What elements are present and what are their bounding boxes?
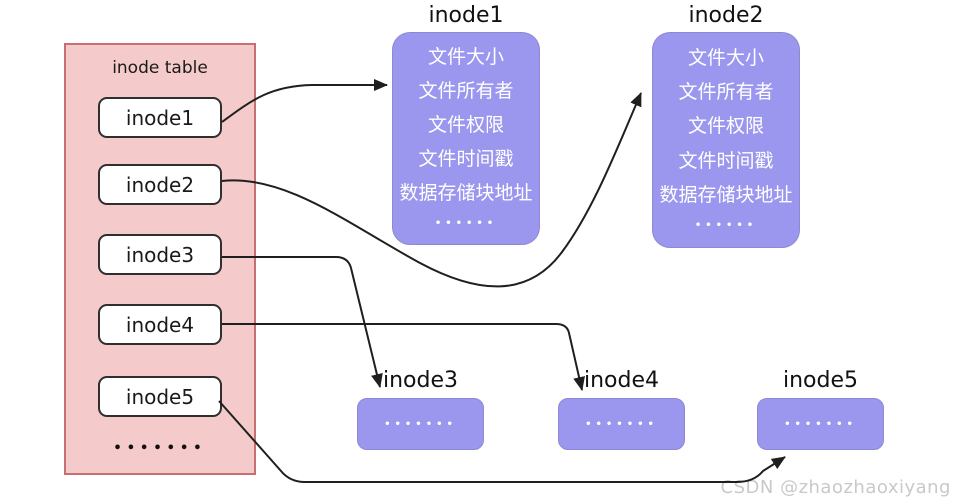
stub-box-title-inode5: inode5 xyxy=(782,368,858,393)
detail-box-inode2: 文件大小 文件所有者 文件权限 文件时间戳 数据存储块地址 •••••• xyxy=(652,32,800,248)
field-file-permissions: 文件权限 xyxy=(427,114,504,137)
detail-box-inode1: 文件大小 文件所有者 文件权限 文件时间戳 数据存储块地址 •••••• xyxy=(392,32,540,245)
stub-box-inode4: ••••••• xyxy=(558,398,685,450)
stub-box-inode5: ••••••• xyxy=(757,398,884,450)
inode-table-entry-inode5: inode5 xyxy=(98,376,222,417)
detail-box-title-inode2: inode2 xyxy=(688,3,764,28)
field-file-owner: 文件所有者 xyxy=(418,80,514,103)
watermark: CSDN @zhaozhaoxiyang xyxy=(720,477,951,498)
inode-table-entry-inode3: inode3 xyxy=(98,234,222,275)
stub-box-title-inode4: inode4 xyxy=(583,368,659,393)
inode-table-title: inode table xyxy=(112,58,208,78)
detail-box-ellipsis: •••••• xyxy=(434,217,498,229)
inode-table-ellipsis: ••••••• xyxy=(113,441,207,456)
field-data-block-address: 数据存储块地址 xyxy=(399,181,533,204)
field-file-permissions: 文件权限 xyxy=(687,115,764,138)
stub-box-ellipsis: ••••••• xyxy=(384,418,457,430)
arrow-inode5 xyxy=(218,400,786,483)
inode-table: inode table inode1 inode2 inode3 inode4 … xyxy=(64,43,256,475)
inode-table-entry-inode1: inode1 xyxy=(98,97,222,138)
field-data-block-address: 数据存储块地址 xyxy=(659,183,793,206)
detail-box-title-inode1: inode1 xyxy=(428,3,504,28)
inode-table-entry-inode2: inode2 xyxy=(98,164,222,205)
field-file-size: 文件大小 xyxy=(427,46,504,69)
detail-box-ellipsis: •••••• xyxy=(694,220,758,232)
field-file-timestamp: 文件时间戳 xyxy=(418,147,514,170)
field-file-owner: 文件所有者 xyxy=(678,80,774,103)
stub-box-inode3: ••••••• xyxy=(357,398,484,450)
field-file-timestamp: 文件时间戳 xyxy=(678,149,774,172)
stub-box-ellipsis: ••••••• xyxy=(585,418,658,430)
field-file-size: 文件大小 xyxy=(687,46,764,69)
inode-table-entry-inode4: inode4 xyxy=(98,304,222,345)
stub-box-title-inode3: inode3 xyxy=(382,368,458,393)
stub-box-ellipsis: ••••••• xyxy=(784,418,857,430)
